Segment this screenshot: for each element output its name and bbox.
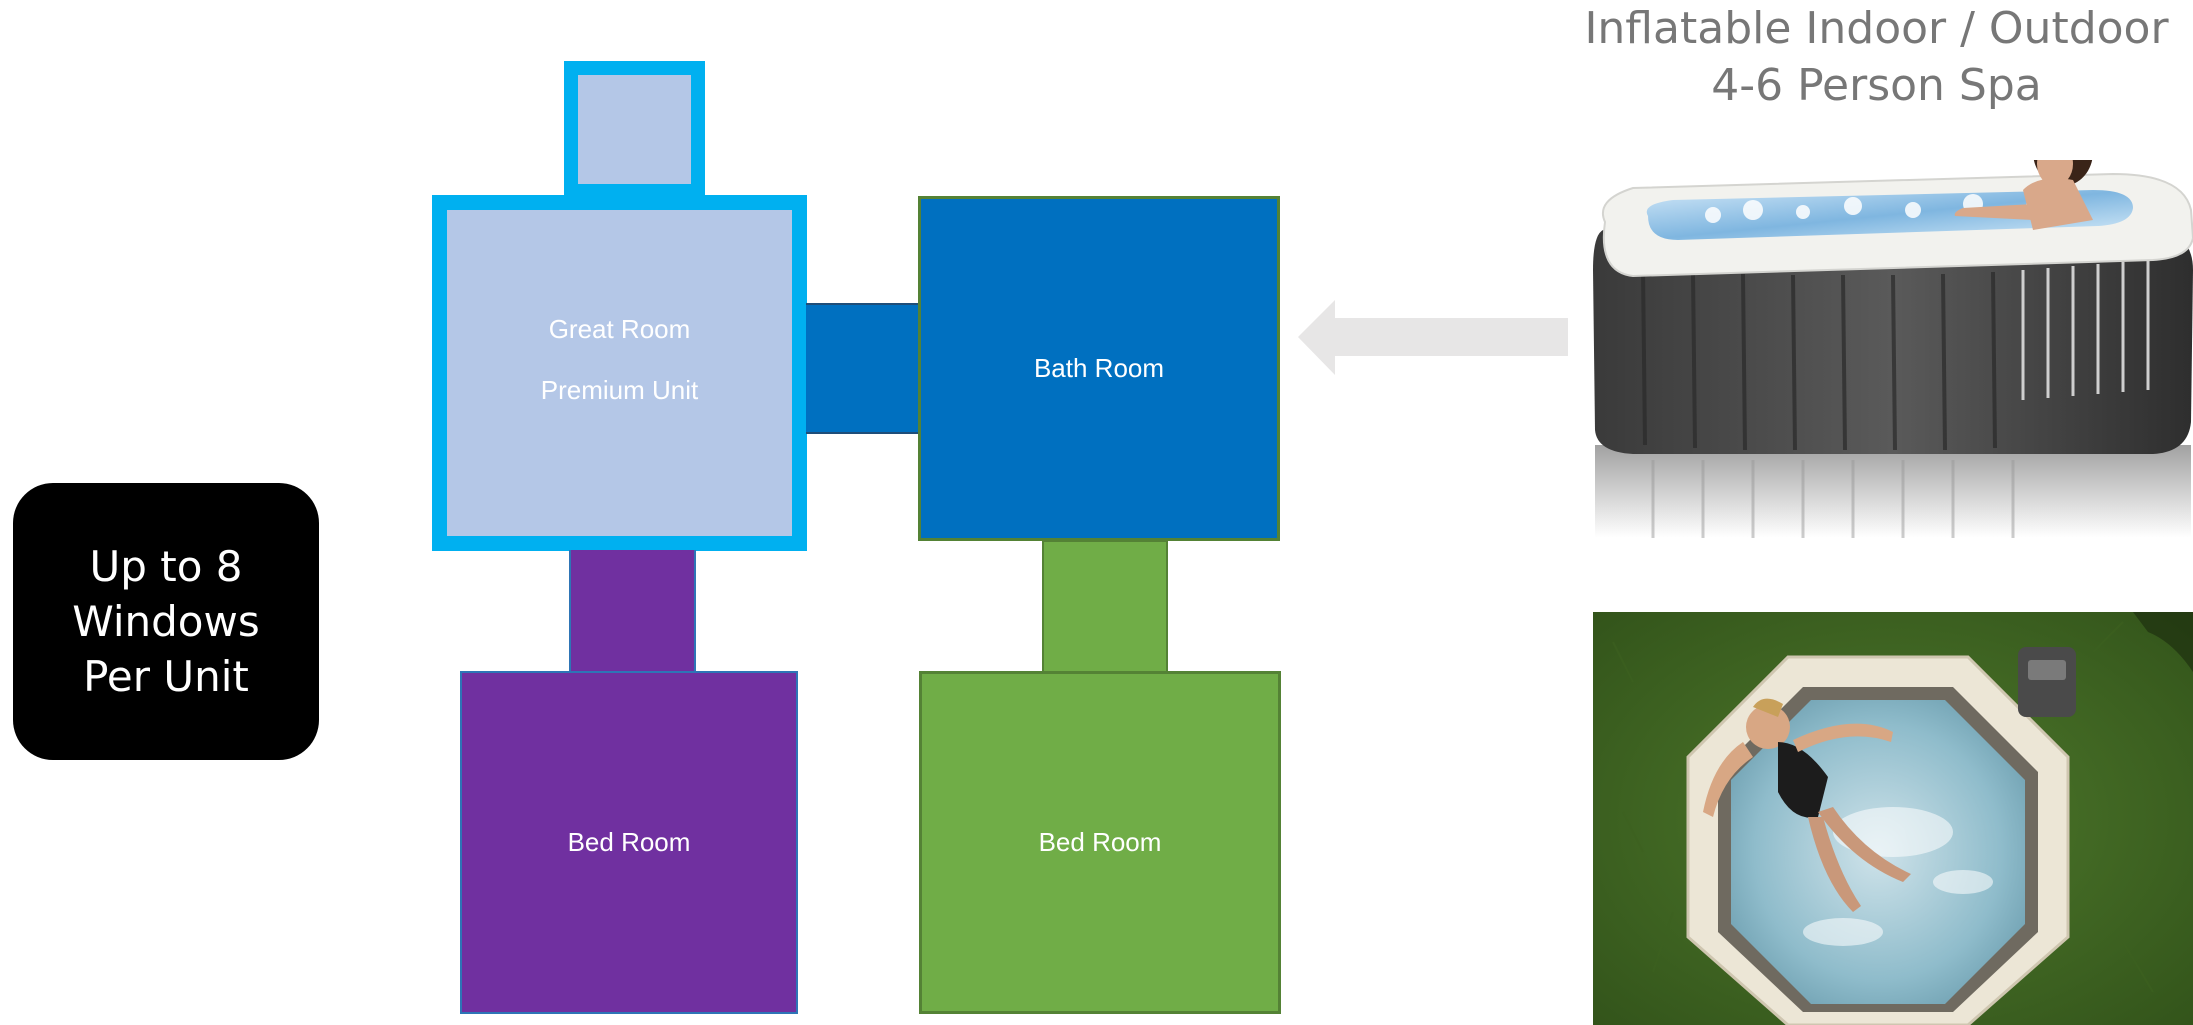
premium-unit-label: Premium Unit: [540, 375, 699, 405]
windows-badge-text: Up to 8 Windows Per Unit: [72, 542, 260, 701]
bath-room: Bath Room: [918, 196, 1280, 541]
great-room-label: Great Room: [548, 314, 691, 344]
bed-room-left-connector: [569, 550, 696, 673]
hallway-connector: [806, 303, 920, 434]
bath-room-label: Bath Room: [1033, 353, 1165, 383]
spa-side-view-image: [1593, 160, 2193, 538]
bed-room-left-label: Bed Room: [567, 827, 691, 857]
bed-room-right-connector: [1042, 540, 1168, 673]
bed-room-left: Bed Room: [460, 671, 798, 1014]
windows-badge: Up to 8 Windows Per Unit: [13, 483, 319, 760]
bed-room-right-label: Bed Room: [1038, 827, 1162, 857]
spa-top-view-image: [1593, 612, 2193, 1025]
spa-title: Inflatable Indoor / Outdoor 4-6 Person S…: [1584, 3, 2169, 111]
great-room: Great Room Premium Unit: [432, 195, 807, 551]
top-annex-room: [564, 61, 705, 198]
left-arrow-icon: [1298, 300, 1568, 375]
bed-room-right: Bed Room: [919, 671, 1281, 1014]
